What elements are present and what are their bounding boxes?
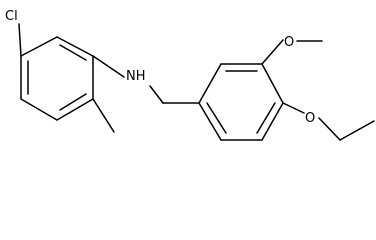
bond (20, 98, 58, 121)
ethoxy-ch3-bond (339, 120, 375, 141)
methoxy-ring-bond (261, 39, 284, 65)
methoxy-oxygen-label: O (284, 35, 294, 50)
double-bond-inner (256, 102, 276, 134)
molecule-structure-diagram: Cl NH O O (5, 9, 375, 141)
bond (261, 63, 284, 104)
ethoxy-oxygen-label: O (305, 111, 315, 126)
double-bond-inner (59, 93, 87, 111)
bond (20, 36, 58, 57)
chlorine-bond (18, 23, 22, 57)
nitrogen-to-ch2-bond (149, 85, 164, 104)
double-bond-inner (59, 44, 87, 61)
bond (56, 98, 94, 121)
chlorine-label: Cl (5, 9, 18, 24)
amine-label: NH (126, 69, 146, 84)
bond (56, 36, 94, 57)
chloro-methyl-phenyl-ring (20, 36, 94, 121)
ethoxy-ring-bond (282, 102, 305, 114)
ring-to-nitrogen-bond (92, 55, 125, 78)
bond (198, 102, 222, 141)
methyl-bond (92, 98, 115, 133)
bond (261, 102, 284, 141)
ethoxy-methoxy-phenyl-ring (198, 63, 284, 141)
ethoxy-ch2-bond (318, 117, 341, 141)
double-bond-inner (206, 102, 227, 134)
bond (198, 63, 222, 104)
